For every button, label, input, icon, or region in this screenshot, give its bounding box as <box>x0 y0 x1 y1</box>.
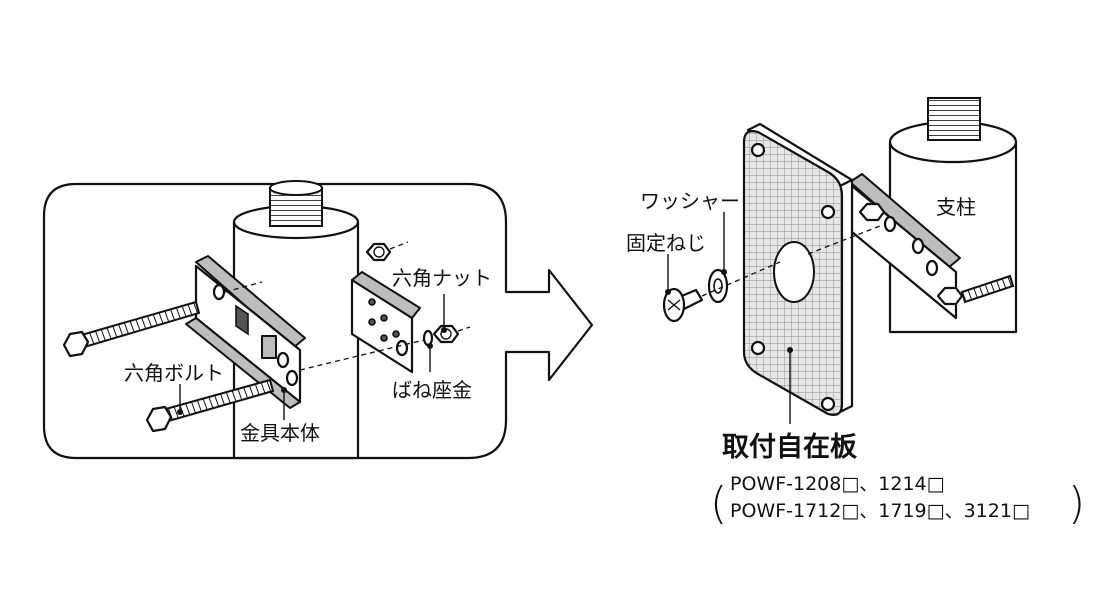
leaders-left <box>177 294 447 420</box>
bracket-right <box>849 173 1015 320</box>
hex-nut-label: 六角ナット <box>392 266 492 290</box>
fixing-screw-label: 固定ねじ <box>626 231 706 255</box>
spring-washer-label: ばね座金 <box>392 378 472 402</box>
mounting-plate <box>742 122 854 416</box>
leaders-right <box>665 212 793 424</box>
hex-bolt-lower <box>145 281 425 433</box>
pole-label: 支柱 <box>936 195 976 219</box>
paren-left: ( <box>710 478 727 529</box>
models-line-2: POWF-1712□、1719□、3121□ <box>730 500 1030 522</box>
hex-bolt-label: 六角ボルト <box>124 361 224 385</box>
washer-and-screw <box>662 225 881 323</box>
hex-bolt-upper <box>62 300 201 358</box>
product-title: 取付自在板 <box>722 431 857 463</box>
models-line-1: POWF-1208□、1214□ <box>730 473 945 495</box>
hex-nut-top <box>365 241 409 262</box>
bracket-back <box>350 271 421 374</box>
paren-right: ) <box>1068 478 1085 529</box>
washer-label: ワッシャー <box>640 189 740 213</box>
hex-nut-lower <box>422 324 471 347</box>
bracket-body-label: 金具本体 <box>240 421 320 445</box>
inset-panel <box>42 182 594 460</box>
